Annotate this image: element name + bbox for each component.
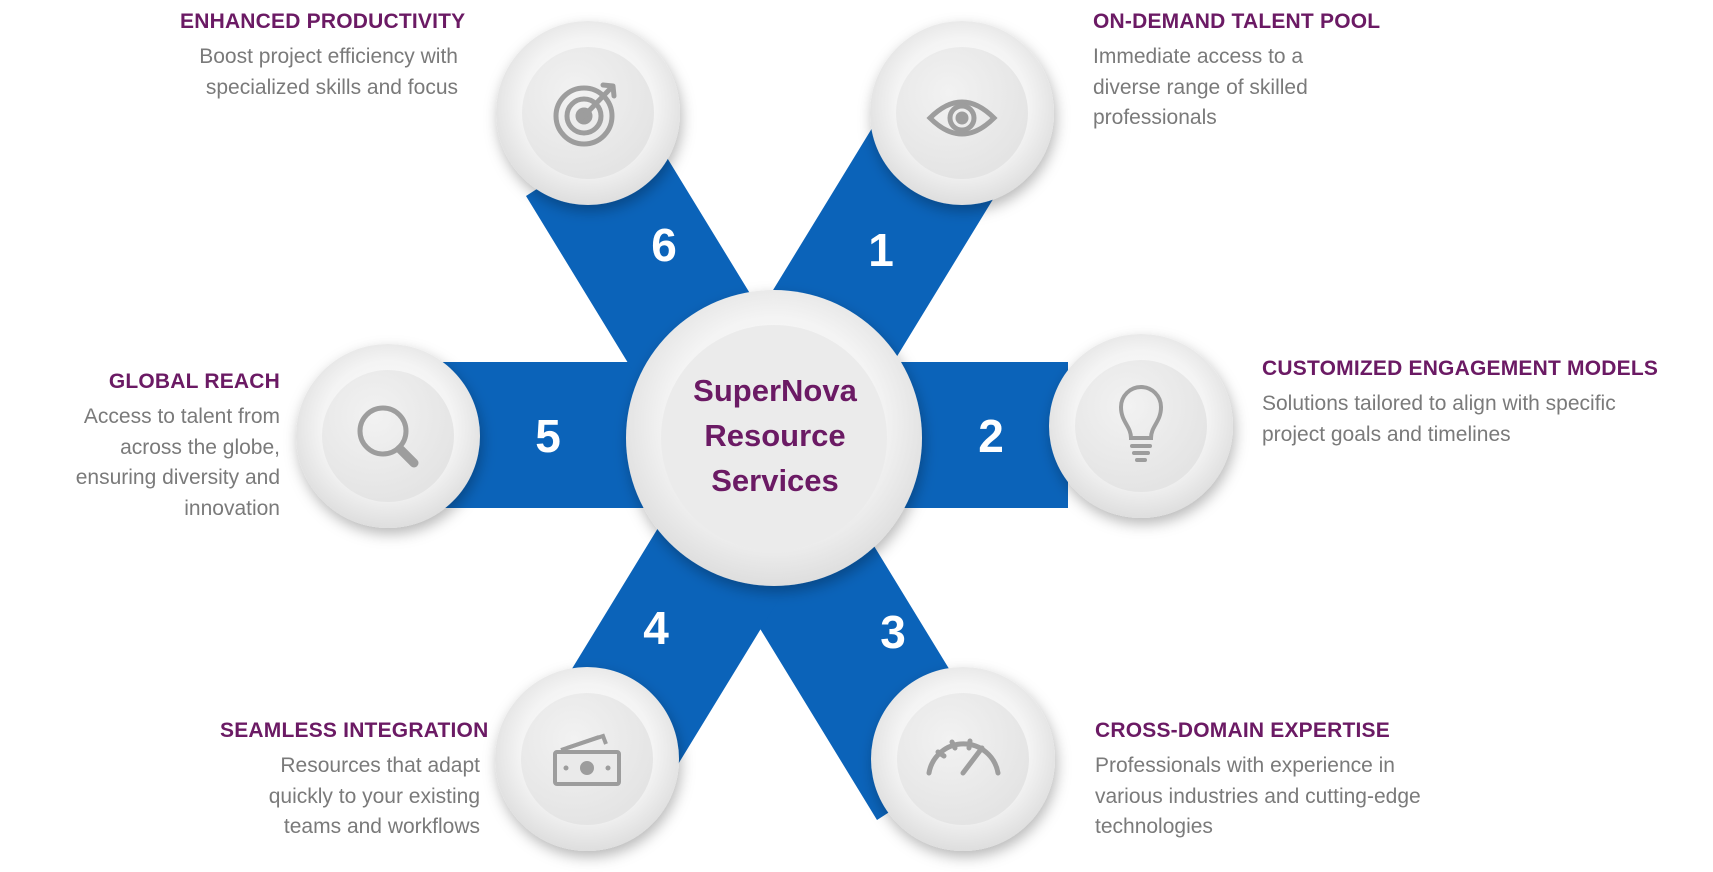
- eye-icon: [926, 99, 998, 137]
- magnifier-icon: [357, 405, 419, 468]
- target-icon: [553, 82, 617, 147]
- speedometer-icon: [926, 738, 1001, 776]
- lightbulb-icon: [1118, 385, 1164, 462]
- disc-1: [870, 21, 1054, 205]
- item-4-title: SEAMLESS INTEGRATION: [220, 719, 489, 742]
- money-icon: [553, 733, 621, 786]
- item-5-description: Access to talent from across the globe, …: [75, 405, 280, 520]
- item-3-description: Professionals with experience in various…: [1095, 754, 1421, 838]
- step-number-1: 1: [868, 224, 894, 276]
- disc-4: [495, 667, 679, 851]
- item-2-description: Solutions tailored to align with specifi…: [1262, 392, 1616, 446]
- item-1-description: Immediate access to a diverse range of s…: [1093, 45, 1308, 129]
- item-5-title: GLOBAL REACH: [108, 370, 280, 393]
- item-2-text: CUSTOMIZED ENGAGEMENT MODELS Solutions t…: [1262, 357, 1659, 450]
- item-5-text: GLOBAL REACH Access to talent from acros…: [40, 370, 280, 524]
- disc-6: [496, 21, 680, 205]
- step-number-6: 6: [651, 219, 677, 271]
- center-title-line-2: Resource: [704, 418, 846, 453]
- disc-5: [296, 344, 480, 528]
- disc-2: [1049, 334, 1233, 518]
- item-6-title: ENHANCED PRODUCTIVITY: [180, 10, 466, 33]
- step-number-5: 5: [535, 410, 561, 462]
- step-number-2: 2: [978, 410, 1004, 462]
- item-4-text: SEAMLESS INTEGRATION Resources that adap…: [220, 719, 489, 843]
- disc-3: [871, 667, 1055, 851]
- step-number-4: 4: [643, 602, 669, 654]
- item-4-description: Resources that adapt quickly to your exi…: [268, 754, 480, 838]
- step-number-3: 3: [880, 606, 906, 658]
- item-6-text: ENHANCED PRODUCTIVITY Boost project effi…: [180, 10, 466, 103]
- center-title-line-1: SuperNova: [693, 373, 857, 408]
- center-title: SuperNova Resource Services: [640, 368, 910, 503]
- item-3-title: CROSS-DOMAIN EXPERTISE: [1095, 719, 1390, 742]
- item-1-title: ON-DEMAND TALENT POOL: [1093, 10, 1381, 33]
- item-2-title: CUSTOMIZED ENGAGEMENT MODELS: [1262, 357, 1659, 380]
- item-1-text: ON-DEMAND TALENT POOL Immediate access t…: [1093, 10, 1381, 134]
- item-3-text: CROSS-DOMAIN EXPERTISE Professionals wit…: [1095, 719, 1435, 843]
- item-6-description: Boost project efficiency with specialize…: [199, 45, 458, 99]
- step-numbers: 1 2 3 4 5 6: [535, 219, 1004, 658]
- center-title-line-3: Services: [711, 463, 839, 498]
- center-disc: [626, 290, 922, 586]
